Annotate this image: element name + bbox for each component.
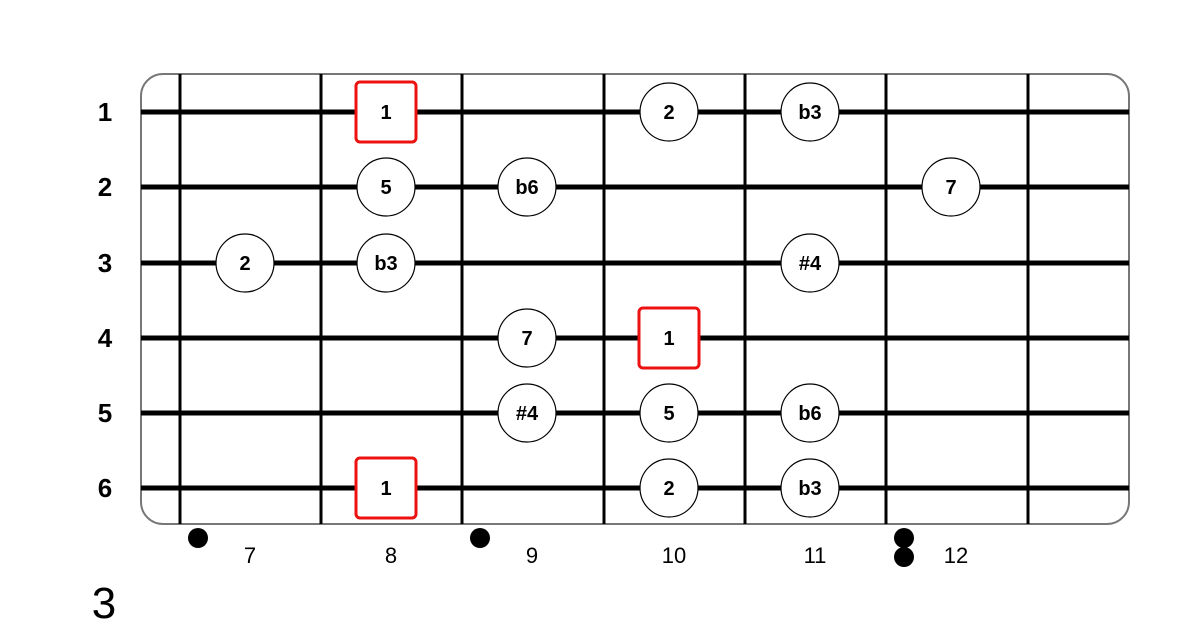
note-interval-label: b3 — [798, 102, 821, 124]
scale-notes: 1 2 b3 5 b6 7 2 b3 #4 7 1 #4 5 b6 1 2 b3 — [215, 80, 981, 520]
string-label: 6 — [98, 473, 112, 503]
string-label: 5 — [98, 398, 112, 428]
note-interval-label: 2 — [239, 253, 250, 275]
root-note-marker: 1 — [354, 80, 418, 144]
note-circle — [639, 82, 699, 142]
note-circle — [639, 458, 699, 518]
string-label: 3 — [98, 248, 112, 278]
string-label: 2 — [98, 172, 112, 202]
position-label: 3 — [92, 579, 116, 628]
note-interval-label: 1 — [380, 478, 391, 500]
scale-note-marker: 2 — [639, 458, 699, 518]
scale-note-marker: #4 — [780, 233, 840, 293]
fret-number: 7 — [244, 543, 256, 568]
string-label: 4 — [98, 323, 113, 353]
root-note-box — [354, 80, 418, 144]
note-interval-label: #4 — [516, 403, 539, 425]
fret-lines — [178, 74, 1030, 524]
note-circle — [780, 383, 840, 443]
note-interval-label: b3 — [374, 253, 397, 275]
scale-note-marker: b3 — [356, 233, 416, 293]
fret-numbers: 7 8 9 10 11 12 — [244, 543, 968, 568]
inlay-dot-icon — [188, 528, 208, 548]
scale-note-marker: b6 — [497, 157, 557, 217]
scale-note-marker: 5 — [356, 157, 416, 217]
inlay-dot-icon — [894, 528, 914, 548]
note-interval-label: 7 — [945, 177, 956, 199]
scale-note-marker: 2 — [639, 82, 699, 142]
note-circle — [356, 157, 416, 217]
note-circle — [497, 383, 557, 443]
note-circle — [780, 458, 840, 518]
note-interval-label: b6 — [515, 177, 538, 199]
scale-note-marker: b3 — [780, 458, 840, 518]
note-interval-label: 7 — [521, 328, 532, 350]
scale-note-marker: b6 — [780, 383, 840, 443]
note-interval-label: #4 — [799, 253, 822, 275]
string-label: 1 — [98, 97, 112, 127]
note-circle — [497, 308, 557, 368]
note-interval-label: b3 — [798, 478, 821, 500]
inlay-dot-icon — [894, 547, 914, 567]
scale-note-marker: b3 — [780, 82, 840, 142]
note-interval-label: 1 — [663, 328, 674, 350]
fret-number: 11 — [804, 543, 827, 568]
note-circle — [780, 233, 840, 293]
note-interval-label: b6 — [798, 403, 821, 425]
fret-number: 12 — [944, 543, 968, 568]
inlay-markers — [188, 528, 914, 567]
note-interval-label: 2 — [663, 102, 674, 124]
note-interval-label: 5 — [380, 177, 391, 199]
scale-note-marker: 2 — [215, 233, 275, 293]
note-circle — [780, 82, 840, 142]
fret-number: 10 — [662, 543, 686, 568]
note-circle — [639, 383, 699, 443]
string-labels: 1 2 3 4 5 6 — [98, 97, 113, 503]
root-note-marker: 1 — [637, 306, 701, 370]
note-circle — [921, 157, 981, 217]
scale-note-marker: 7 — [921, 157, 981, 217]
fret-number: 9 — [526, 543, 538, 568]
note-interval-label: 5 — [663, 403, 674, 425]
fretboard-outline — [140, 73, 1130, 525]
note-circle — [356, 233, 416, 293]
scale-note-marker: #4 — [497, 383, 557, 443]
scale-note-marker: 5 — [639, 383, 699, 443]
root-note-box — [637, 306, 701, 370]
note-circle — [215, 233, 275, 293]
root-note-box — [354, 456, 418, 520]
note-interval-label: 2 — [663, 478, 674, 500]
note-interval-label: 1 — [380, 102, 391, 124]
root-note-marker: 1 — [354, 456, 418, 520]
note-circle — [497, 157, 557, 217]
scale-note-marker: 7 — [497, 308, 557, 368]
inlay-dot-icon — [470, 528, 490, 548]
fret-number: 8 — [385, 543, 397, 568]
